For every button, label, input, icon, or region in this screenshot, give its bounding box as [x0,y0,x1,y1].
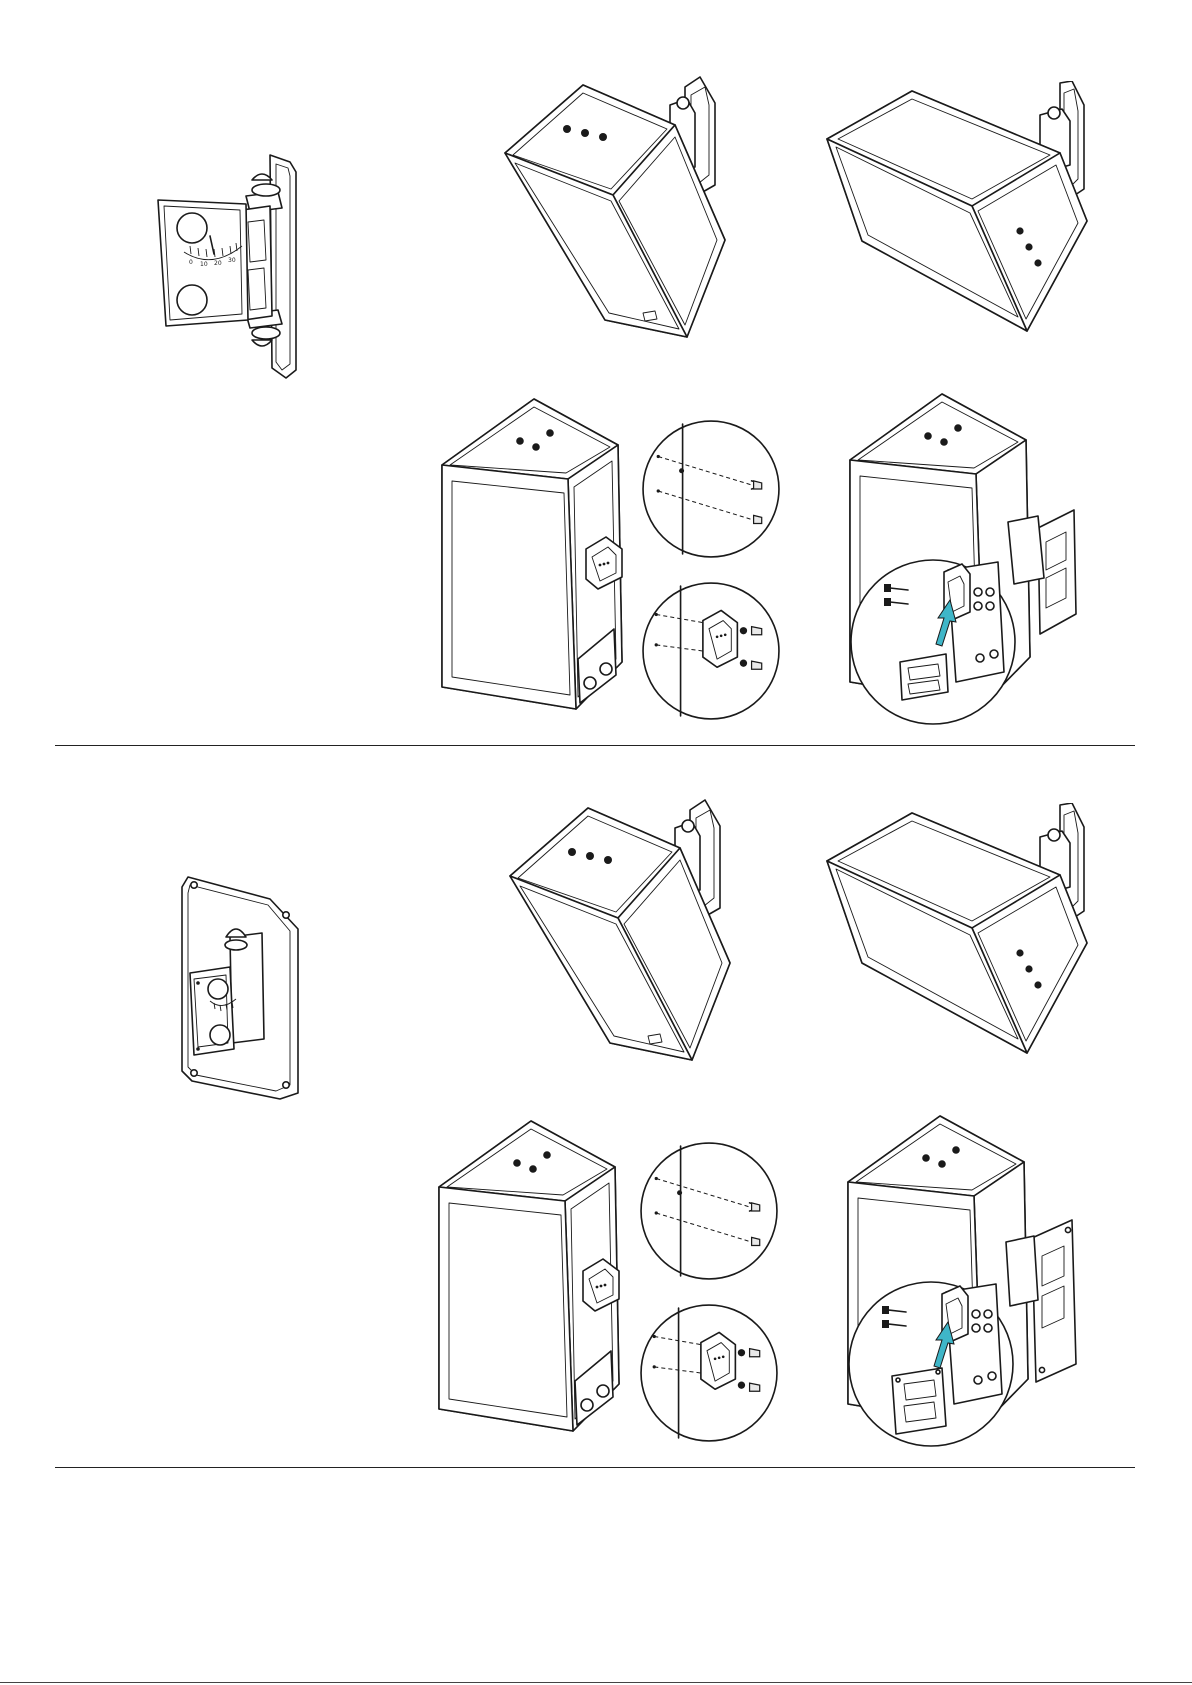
scale-label-20: 20 [214,260,222,267]
section-2 [0,746,1192,1466]
speaker-upright-1 [440,392,640,722]
scale-label-10: 10 [200,261,208,268]
speaker-upright-2 [437,1114,637,1444]
section-divider-2 [55,1467,1135,1468]
speaker-tilted-landscape-2 [822,798,1102,1068]
wall-bracket-plate-drawing [170,871,310,1101]
wall-bracket-plate [170,871,310,1101]
speaker-tilted-portrait-1 [495,75,745,365]
wall-bracket-compact-drawing: 0 10 20 30 [150,150,320,380]
detail-bracket-1 [640,580,782,722]
scale-label-0: 0 [189,259,193,266]
detail-bracket-2 [638,1302,780,1444]
detail-screws-1 [640,418,782,560]
speaker-tilted-landscape-1 [822,76,1102,346]
section-1: 0 10 20 30 [0,0,1192,745]
scale-label-30: 30 [228,257,236,264]
speaker-mounted-detail-1 [848,392,1088,727]
speaker-mounted-detail-2 [846,1114,1086,1449]
page-bottom-edge [0,1682,1192,1683]
speaker-tilted-portrait-2 [500,798,750,1088]
detail-screws-2 [638,1140,780,1282]
wall-bracket-compact: 0 10 20 30 [150,150,320,380]
